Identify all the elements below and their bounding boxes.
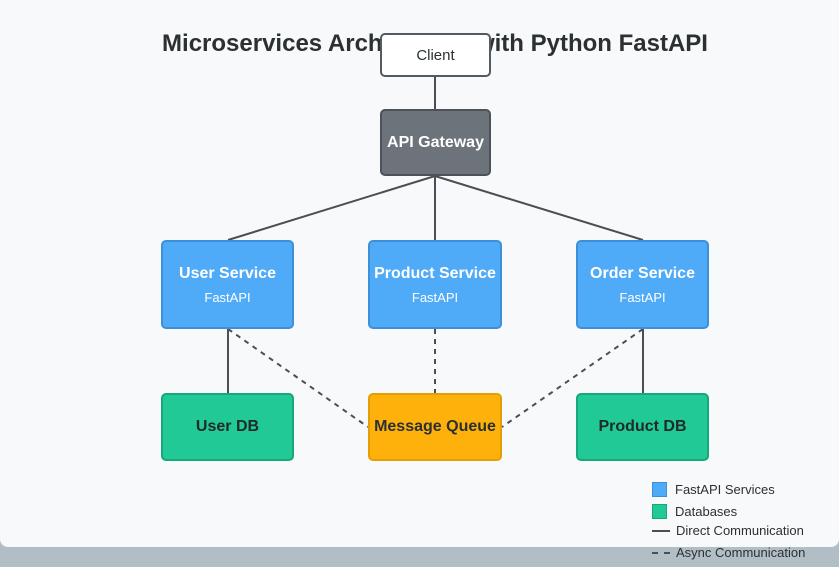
legend-label-async: Async Communication xyxy=(676,545,806,560)
product-db-label: Product DB xyxy=(598,418,687,435)
order-service-label: Order Service xyxy=(590,264,695,282)
legend-item-services: FastAPI Services xyxy=(652,482,775,497)
user-db-node: User DB xyxy=(161,393,294,461)
product-service-framework: FastAPI xyxy=(411,289,459,305)
user-service-node: User Service FastAPI xyxy=(161,240,294,329)
client-label: Client xyxy=(416,46,455,64)
async-order-service-queue xyxy=(501,328,644,428)
product-service-node: Product Service FastAPI xyxy=(368,240,502,329)
user-service-framework: FastAPI xyxy=(204,289,251,305)
user-db-label: User DB xyxy=(195,418,260,435)
legend-item-direct: Direct Communication xyxy=(652,523,804,538)
line-gateway-order-service xyxy=(434,175,644,241)
message-queue-node: Message Queue xyxy=(368,393,502,461)
line-gateway-user-service xyxy=(227,175,436,241)
legend-solid-line xyxy=(652,529,670,532)
legend-label-services: FastAPI Services xyxy=(675,482,775,497)
user-service-label: User Service xyxy=(179,264,276,282)
api-gateway-node: API Gateway xyxy=(380,109,491,176)
diagram-canvas: Microservices Architecture with Python F… xyxy=(0,0,839,547)
order-service-framework: FastAPI xyxy=(619,289,666,305)
order-service-node: Order Service FastAPI xyxy=(576,240,709,329)
legend-item-databases: Databases xyxy=(652,504,737,519)
legend-label-databases: Databases xyxy=(675,504,738,519)
product-db-node: Product DB xyxy=(576,393,709,461)
legend-label-direct: Direct Communication xyxy=(676,523,804,538)
message-queue-label: Message Queue xyxy=(374,418,496,435)
legend-swatch-databases xyxy=(652,504,667,519)
legend-swatch-services xyxy=(652,482,667,497)
api-gateway-label: API Gateway xyxy=(387,133,484,151)
legend-item-async: Async Communication xyxy=(652,545,805,560)
async-user-service-queue xyxy=(227,328,369,428)
legend-dashed-line xyxy=(652,551,670,554)
client-node: Client xyxy=(380,33,491,77)
product-service-label: Product Service xyxy=(374,264,496,282)
connection-lines xyxy=(227,77,644,428)
